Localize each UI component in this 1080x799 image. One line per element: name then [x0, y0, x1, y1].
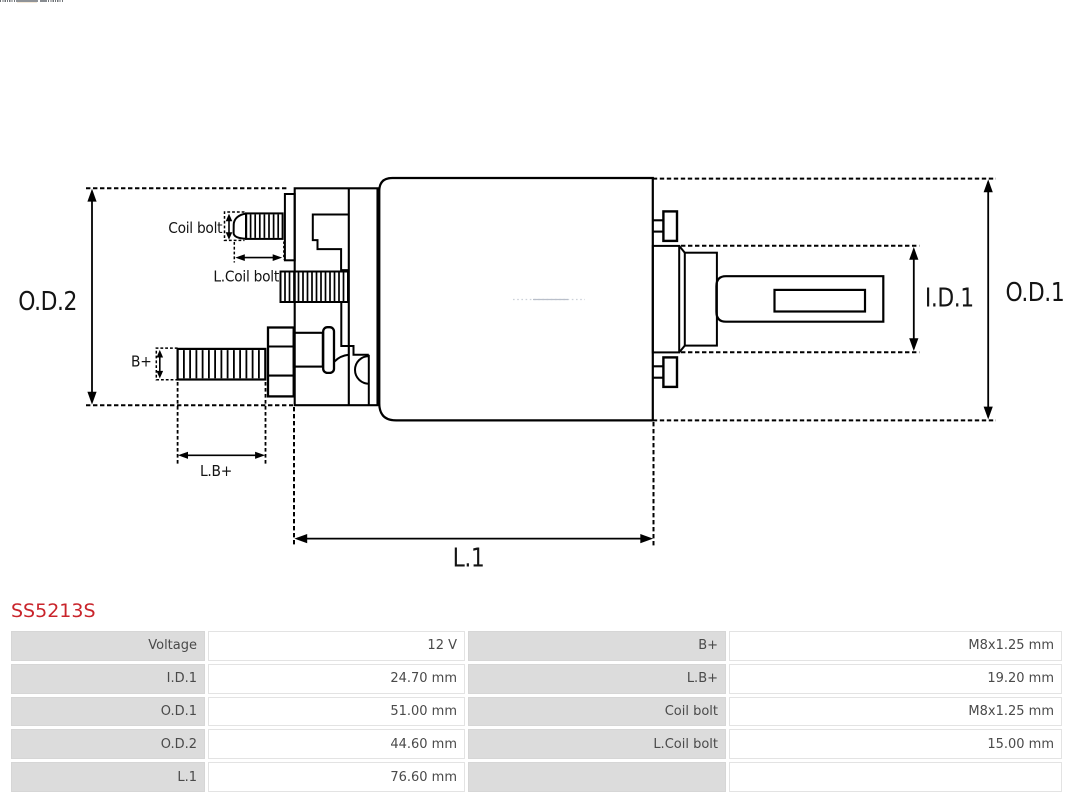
coil-bolt-tip	[232, 212, 248, 240]
arrowhead-up-icon	[156, 349, 164, 358]
l-b-plus-label: L.B+	[200, 463, 232, 480]
spec-table: Voltage 12 V B+ M8x1.25 mm I.D.1 24.70 m…	[8, 628, 1065, 795]
spec-value: 76.60 mm	[208, 762, 465, 792]
arrowhead-down-icon	[225, 232, 233, 240]
arrowhead-right-icon	[640, 534, 654, 544]
spec-row: O.D.2 44.60 mm L.Coil bolt 15.00 mm	[11, 729, 1062, 760]
arrowhead-up-icon	[87, 188, 97, 202]
spec-value: M8x1.25 mm	[729, 631, 1062, 661]
spec-label: Coil bolt	[468, 696, 726, 727]
spec-label: O.D.2	[11, 729, 205, 760]
b-plus-nut	[266, 326, 295, 398]
spec-label: O.D.1	[11, 696, 205, 727]
fragment-dashes-icon	[0, 0, 16, 2]
spec-row: I.D.1 24.70 mm L.B+ 19.20 mm	[11, 663, 1062, 694]
solenoid-body-outline	[378, 176, 654, 422]
dimension-coil-bolt: Coil bolt	[168, 211, 245, 242]
fragment-dashes-icon	[48, 0, 63, 2]
id1-dimension-label: I.D.1	[925, 283, 974, 313]
arrowhead-up-icon	[909, 247, 919, 260]
l-coil-bolt-label: L.Coil bolt	[213, 269, 279, 286]
product-code-heading: SS5213S	[11, 600, 96, 622]
dimension-od1: O.D.1	[652, 177, 1065, 422]
fragment-bar-icon	[16, 0, 38, 2]
arrowhead-right-icon	[255, 451, 266, 459]
b-plus-thread-hatching	[182, 350, 260, 379]
arrowhead-left-icon	[178, 451, 188, 459]
dimension-l-coil-bolt: L.Coil bolt	[213, 241, 285, 286]
plunger-slot	[773, 288, 867, 313]
solenoid-diagram-svg: O.D.2 O.D.1 I.D.1 L.1	[18, 176, 1065, 573]
spec-row: L.1 76.60 mm	[11, 762, 1062, 792]
b-plus-label: B+	[131, 354, 151, 371]
spec-value: 19.20 mm	[729, 663, 1062, 694]
spec-label: I.D.1	[11, 663, 205, 694]
spec-label: L.B+	[468, 663, 726, 694]
spec-label: L.1	[11, 762, 205, 792]
spec-value: M8x1.25 mm	[729, 696, 1062, 727]
arrowhead-down-icon	[983, 406, 993, 420]
arrowhead-up-icon	[225, 213, 233, 222]
b-plus-thread	[176, 347, 267, 381]
body-terminal-bottom	[652, 356, 679, 389]
spec-value: 51.00 mm	[208, 696, 465, 727]
spec-value: 44.60 mm	[208, 729, 465, 760]
coil-bolt-thread	[245, 212, 284, 240]
coil-bolt-plate	[283, 193, 296, 262]
spec-row: O.D.1 51.00 mm Coil bolt M8x1.25 mm	[11, 696, 1062, 727]
fragment-tint	[17, 2, 37, 3]
dimension-od2: O.D.2	[18, 187, 293, 407]
arrowhead-up-icon	[983, 179, 993, 193]
spring-seat-bump	[354, 355, 369, 385]
spec-value	[729, 762, 1062, 792]
spec-value: 12 V	[208, 631, 465, 661]
spec-label	[468, 762, 726, 792]
b-plus-washer	[322, 326, 336, 375]
plunger-collar	[683, 251, 718, 347]
fragment-bar-icon	[40, 0, 47, 2]
coil-terminal-thread-block	[279, 270, 349, 303]
dimension-id1: I.D.1	[681, 244, 974, 354]
collar-chamfer-bottom	[678, 344, 686, 354]
l1-dimension-label: L.1	[453, 543, 485, 573]
solenoid-drawing	[176, 176, 885, 422]
od1-dimension-label: O.D.1	[1006, 277, 1065, 307]
front-plate	[651, 244, 681, 354]
arrowhead-down-icon	[156, 370, 164, 379]
plunger-shaft	[715, 275, 885, 323]
spec-label: Voltage	[11, 631, 205, 661]
dimension-l-b-plus: L.B+	[176, 382, 267, 480]
dimension-l1: L.1	[293, 407, 655, 573]
arrowhead-left-icon	[235, 254, 245, 261]
arrowhead-left-icon	[294, 534, 308, 544]
internal-conductor-strip	[333, 302, 370, 406]
arrowhead-down-icon	[909, 338, 919, 351]
b-plus-bushing	[292, 331, 324, 368]
arrowhead-right-icon	[272, 254, 283, 261]
spec-value: 24.70 mm	[208, 663, 465, 694]
coil-terminal-thread-hatching	[284, 272, 345, 301]
arrowhead-down-icon	[87, 391, 97, 405]
coil-bolt-thread-hatching	[249, 214, 280, 238]
spec-row: Voltage 12 V B+ M8x1.25 mm	[11, 631, 1062, 661]
collar-chamfer-top	[678, 245, 686, 254]
body-terminal-top	[652, 210, 679, 243]
technical-drawing: O.D.2 O.D.1 I.D.1 L.1	[18, 176, 1065, 573]
spec-label: L.Coil bolt	[468, 729, 726, 760]
coil-bolt-label: Coil bolt	[168, 220, 223, 237]
dimension-b-plus: B+	[131, 347, 178, 381]
cap-internal-step-profile	[311, 213, 349, 272]
spec-value: 15.00 mm	[729, 729, 1062, 760]
spec-label: B+	[468, 631, 726, 661]
od2-dimension-label: O.D.2	[18, 286, 77, 316]
clipped-browser-text-fragment	[0, 0, 70, 3]
